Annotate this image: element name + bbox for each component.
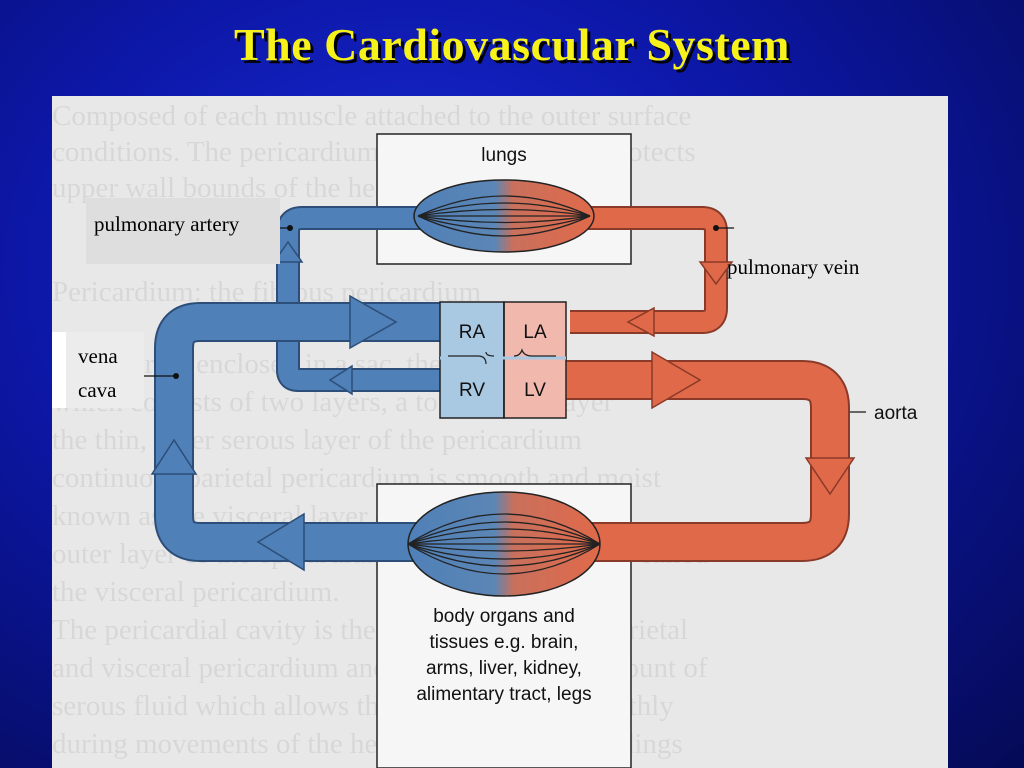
body-organs-line-3: arms, liver, kidney,: [426, 658, 582, 679]
pulmonary-vein-label: pulmonary vein: [727, 255, 860, 279]
pulmonary-artery-label: pulmonary artery: [86, 198, 280, 264]
vena-cava-arrow-left: [256, 512, 305, 572]
right-ventricle: [439, 357, 505, 419]
ra-label: RA: [459, 322, 486, 343]
vena-cava-label-box: [52, 332, 144, 408]
vena-cava-arrow-into-ra: [349, 294, 398, 350]
lv-label: LV: [524, 380, 546, 401]
rv-exit-arrow: [328, 364, 353, 396]
aorta-arrow-down: [804, 457, 856, 496]
rv-label: RV: [459, 380, 485, 401]
pulmonary-vein-arrow-down: [698, 261, 734, 286]
right-atrium: [439, 301, 505, 359]
vena-label: vena: [78, 344, 118, 368]
body-organs-line-1: body organs and: [433, 606, 575, 627]
cava-label: cava: [78, 378, 117, 402]
la-entry-arrow: [626, 306, 655, 338]
body-organs-line-4: alimentary tract, legs: [416, 684, 591, 705]
la-label: LA: [523, 322, 547, 343]
left-ventricle: [503, 357, 567, 419]
lungs-label: lungs: [481, 145, 526, 166]
vena-cava-label-marker: [52, 332, 66, 408]
vena-cava-arrow-up: [150, 438, 198, 475]
aorta-label: aorta: [874, 403, 918, 424]
slide-title: The Cardiovascular System: [234, 19, 790, 70]
pulmonary-artery-arrow-up: [272, 240, 304, 263]
body-organs-line-2: tissues e.g. brain,: [430, 632, 579, 653]
aorta-arrow-right: [651, 350, 702, 410]
